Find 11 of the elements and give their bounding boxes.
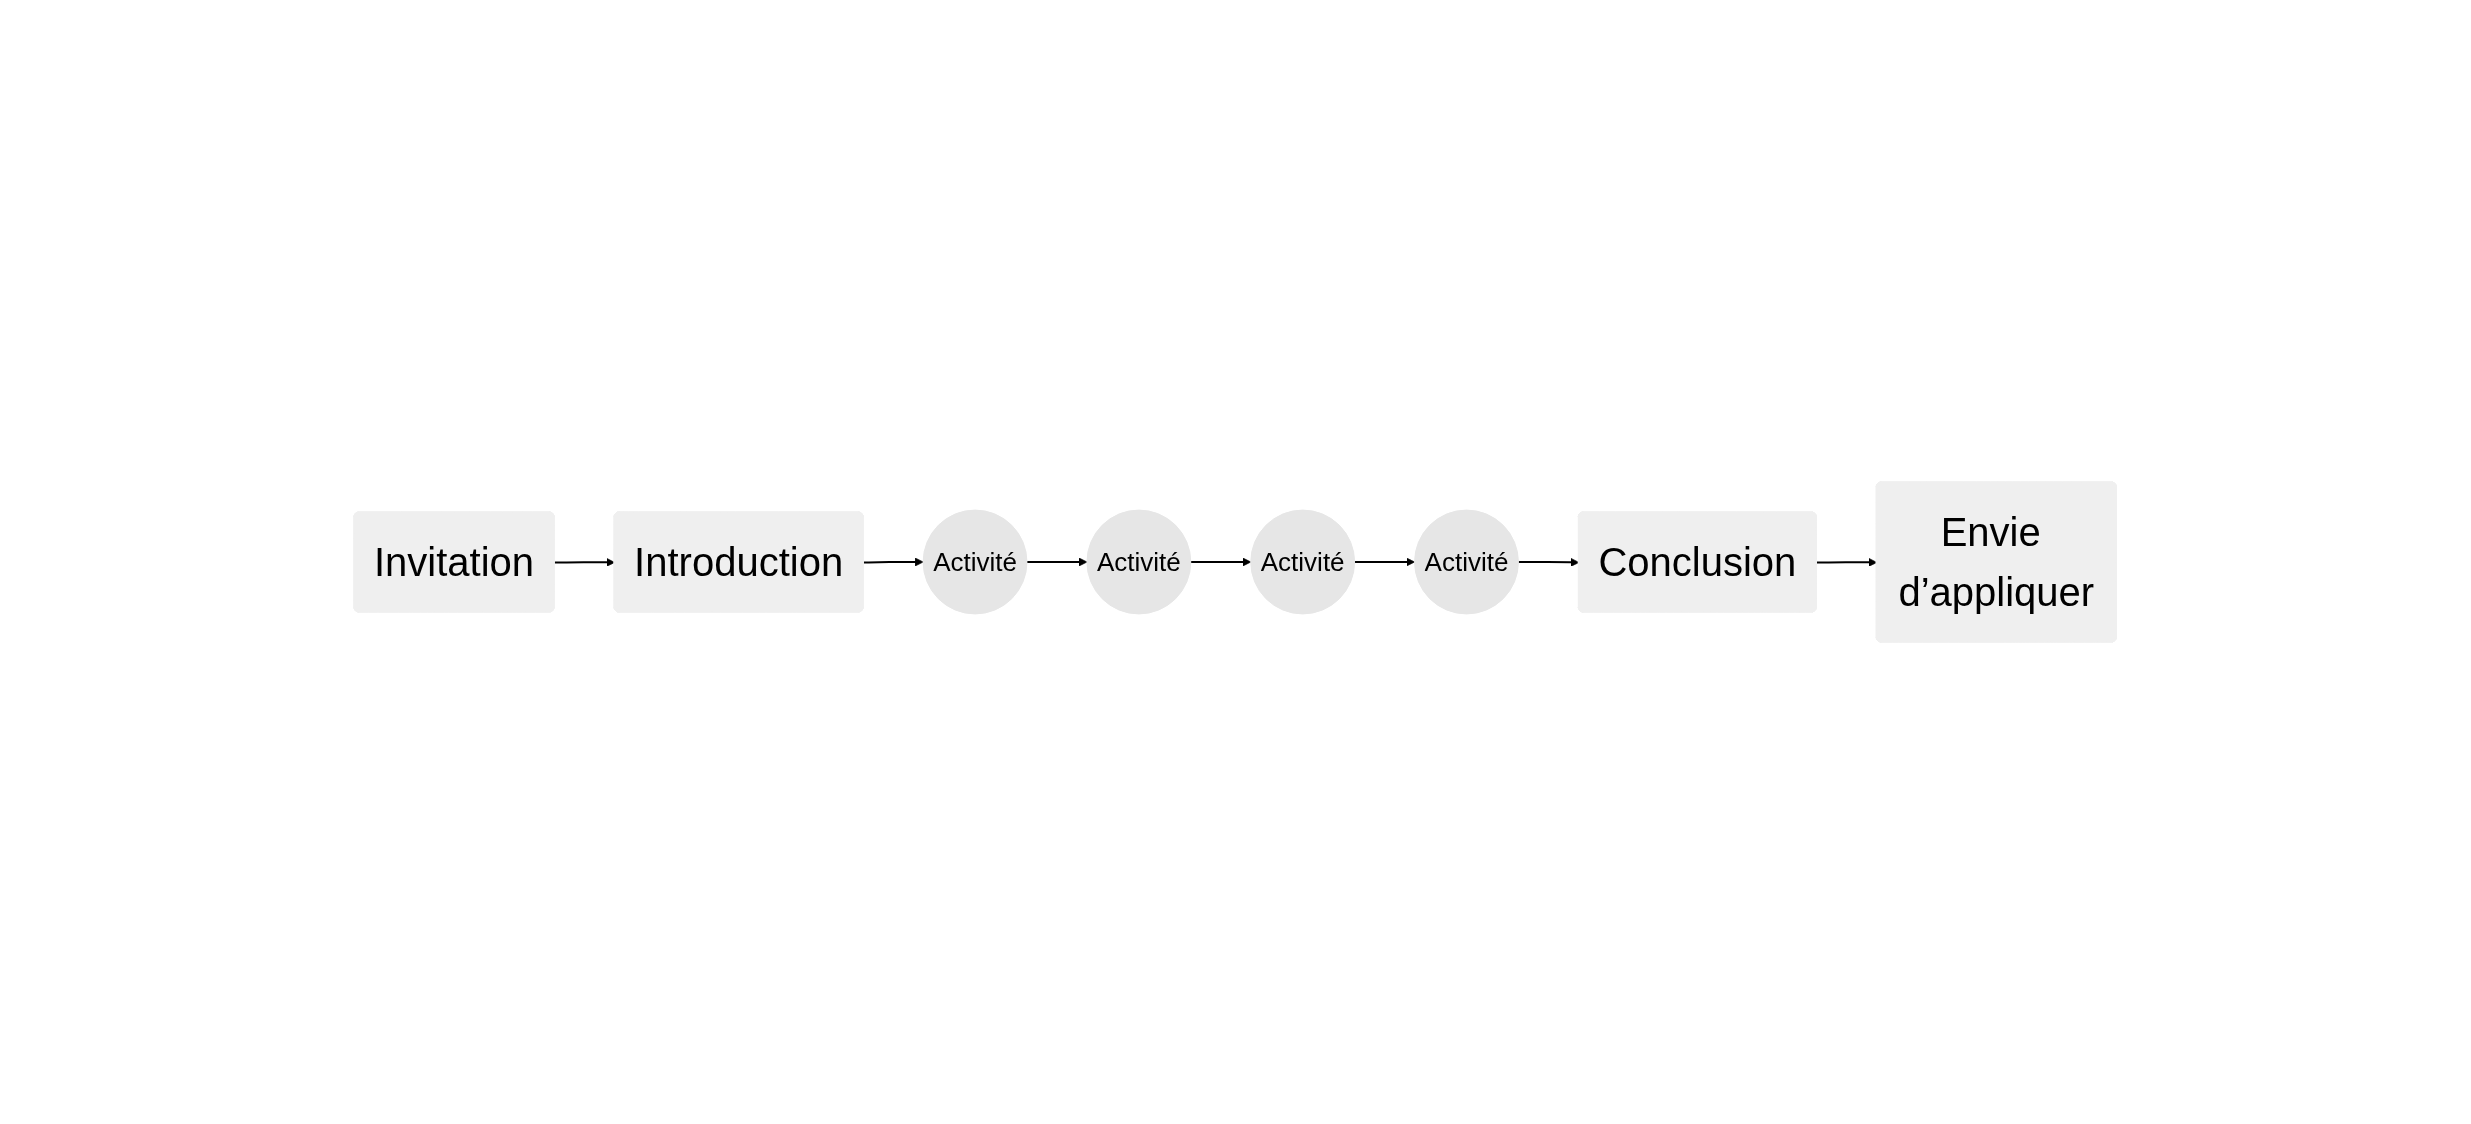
arrow <box>1517 557 1580 567</box>
node-circle: Activité <box>1250 509 1356 615</box>
arrow <box>863 557 924 567</box>
node-circle: Activité <box>923 509 1028 615</box>
node-circle: Activité <box>1086 509 1192 615</box>
arrow <box>1190 557 1252 567</box>
arrow <box>553 557 616 567</box>
arrow <box>1353 557 1416 567</box>
node-circle: Activité <box>1414 509 1520 615</box>
arrow <box>1026 557 1088 567</box>
arrow <box>1816 557 1878 567</box>
